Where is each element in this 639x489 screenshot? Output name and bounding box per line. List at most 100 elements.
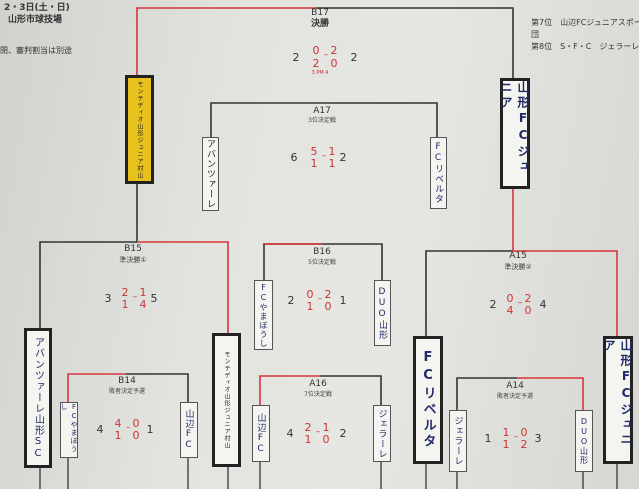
- bottom-stubs: [39, 456, 618, 489]
- seventh-half1-left: 2: [304, 421, 312, 434]
- fifth-score-left: 2: [287, 294, 295, 307]
- venue: 山形市球技場: [8, 15, 63, 25]
- semi1-title: 準決勝①: [119, 256, 147, 264]
- referee-note: 閉、審判割当は別途: [0, 46, 72, 55]
- semi2-half1-left: 0: [506, 292, 514, 305]
- fifth-half1-left: 0: [306, 288, 314, 301]
- team-name: モンテディオ山形ジュニア村山: [223, 351, 230, 449]
- team-name: DUO山形: [377, 286, 387, 340]
- final-score-right: 2: [350, 51, 358, 64]
- semi2-id: A15: [509, 251, 527, 261]
- fifth-half2-right: 0: [324, 300, 332, 313]
- semi2-half2-left: 4: [506, 304, 514, 317]
- final-score-left: 2: [292, 51, 300, 64]
- m14a-half1-right: 0: [132, 417, 140, 430]
- semi2-half2-right: 0: [524, 304, 532, 317]
- seventh-score-right: 2: [339, 427, 347, 440]
- m14a-half1-left: 4: [114, 417, 122, 430]
- final-line-right: [316, 7, 514, 78]
- team-name: FCやまぼうし: [60, 403, 78, 453]
- seventh-id: A16: [309, 379, 327, 389]
- semi1-half1-right: 1: [139, 286, 147, 299]
- team-name: DUO山形: [579, 417, 589, 465]
- team-name: FCやまぼうし: [259, 282, 268, 348]
- team-box-montedio-top: モンテディオ山形ジュニア村山: [125, 75, 154, 184]
- semi2-dash: –: [517, 298, 523, 308]
- final-half1-right: 2: [330, 44, 338, 57]
- team-box-gelare-low: ジェラーレ: [449, 410, 467, 472]
- m14b-line-left: [456, 377, 517, 410]
- rank-8: 第8位 S・F・C ジェラーレ: [531, 42, 639, 51]
- m14a-score-left: 4: [96, 423, 104, 436]
- team-box-avantare-sc: アバンツァーレ山形SC: [24, 328, 52, 468]
- team-box-fc-riberta-top: FCリベルタ: [430, 137, 447, 209]
- fifth-dash: –: [317, 294, 323, 304]
- final-half2-left: 2: [312, 57, 320, 70]
- m14b-half2-right: 2: [520, 438, 528, 451]
- semi1-half2-left: 1: [121, 298, 129, 311]
- seventh-title: 7位決定戦: [304, 391, 332, 398]
- semi2-line-right: [512, 183, 618, 336]
- semi1-score-right: 5: [150, 292, 158, 305]
- team-name: ジェラーレ: [376, 408, 387, 459]
- final-line-left: [136, 7, 316, 75]
- semi2-line-left: [425, 250, 513, 336]
- final-dash: –: [323, 50, 329, 60]
- m14b-score-right: 3: [534, 432, 542, 445]
- fifth-score-right: 1: [339, 294, 347, 307]
- third-score-left: 6: [290, 151, 298, 164]
- team-box-yamagata-top: 山形FCジュニア: [499, 78, 530, 189]
- semi1-half2-right: 4: [139, 298, 147, 311]
- final-half2-right: 0: [330, 57, 338, 70]
- fifth-half1-right: 2: [324, 288, 332, 301]
- third-score-right: 2: [339, 151, 347, 164]
- fifth-half2-left: 1: [306, 300, 314, 313]
- semi1-half1-left: 2: [121, 286, 129, 299]
- semi2-title: 準決勝②: [504, 263, 532, 271]
- m14b-half1-right: 0: [520, 426, 528, 439]
- team-box-fc-riberta-mid: FCリベルタ: [413, 336, 443, 464]
- fifth-line: [263, 243, 383, 280]
- m14a-line-right: [126, 373, 189, 402]
- m14b-half1-left: 1: [502, 426, 510, 439]
- semi1-id: B15: [124, 244, 142, 254]
- m14a-dash: –: [125, 423, 131, 433]
- seventh-half2-left: 1: [304, 433, 312, 446]
- team-box-fc-yamaboushi-low: FCやまぼうし: [60, 402, 78, 458]
- team-box-yamagata-mid: 山形FCジュニア: [602, 336, 633, 464]
- rank-7: 第7位 山辺FCジュニアスポー: [531, 18, 639, 27]
- final-id: B17: [311, 8, 329, 18]
- seventh-line-left: [259, 375, 320, 405]
- seventh-line-right: [320, 375, 382, 405]
- final-title: 決勝: [310, 19, 330, 29]
- semi1-line-right: [137, 241, 229, 333]
- final-time: 3 PM 4: [311, 70, 329, 76]
- team-box-yamabe-low: 山辺FC: [180, 402, 198, 458]
- team-box-montedio-mid: モンテディオ山形ジュニア村山: [212, 333, 241, 467]
- m14a-half2-right: 0: [132, 429, 140, 442]
- m14a-line-left: [67, 373, 126, 402]
- m14a-score-right: 1: [146, 423, 154, 436]
- m14b-dash: –: [513, 432, 519, 442]
- m14a-half2-left: 1: [114, 429, 122, 442]
- team-name: FCリベルタ: [433, 142, 443, 204]
- seventh-score-left: 4: [286, 427, 294, 440]
- rank-7-cont: 団: [531, 30, 539, 39]
- team-box-avantare-top: アバンツァーレ: [202, 137, 219, 211]
- semi2-score-left: 2: [489, 298, 497, 311]
- team-name: アバンツァーレ: [205, 139, 215, 209]
- team-name: FCリベルタ: [420, 350, 436, 450]
- m14b-half2-left: 1: [502, 438, 510, 451]
- semi1-line-left: [39, 180, 138, 328]
- team-box-duo-mid: DUO山形: [374, 280, 391, 346]
- semi2-score-right: 4: [539, 298, 547, 311]
- final-half1-left: 0: [312, 44, 320, 57]
- seventh-half2-right: 0: [322, 433, 330, 446]
- team-name: 山形FCジュニア: [499, 81, 530, 175]
- seventh-dash: –: [315, 427, 321, 437]
- third-half1-right: 1: [328, 145, 336, 158]
- semi1-dash: –: [132, 292, 138, 302]
- team-name: 山辺FC: [255, 412, 266, 455]
- third-title: 3位決定戦: [308, 117, 336, 124]
